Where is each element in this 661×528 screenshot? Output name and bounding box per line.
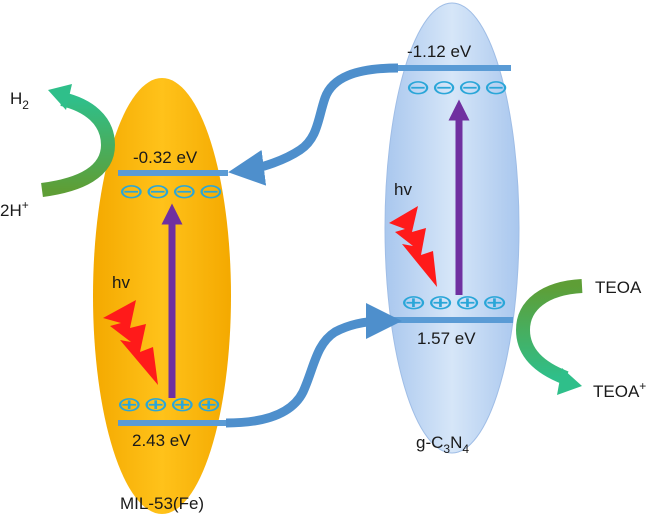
gcn-name-sub2: 4 bbox=[462, 442, 469, 456]
gcn-cb-label: -1.12 eV bbox=[407, 42, 472, 61]
h-plus-label: 2H+ bbox=[0, 198, 29, 220]
h2-label: H2 bbox=[10, 89, 29, 112]
gcn-name: g-C3N4 bbox=[416, 433, 469, 456]
gcn-hv-label: hv bbox=[394, 180, 412, 199]
h2-arrowhead-icon bbox=[48, 84, 72, 110]
gcn-ellipse bbox=[384, 2, 520, 454]
teoa-plus-label: TEOA+ bbox=[593, 379, 646, 401]
gcn-lightning-icon bbox=[389, 206, 437, 287]
h2-evolution-arrow bbox=[41, 92, 116, 197]
gcn-vb-label: 1.57 eV bbox=[417, 329, 476, 348]
gcn-name-main: g-C bbox=[416, 433, 443, 452]
electron-transfer-arrow bbox=[228, 63, 399, 186]
mil-lightning-icon bbox=[103, 300, 158, 385]
h2-main: H bbox=[10, 89, 22, 108]
h-plus-sup: + bbox=[22, 198, 29, 212]
h-plus-main: 2H bbox=[0, 201, 22, 220]
gcn-name-mid: N bbox=[450, 433, 462, 452]
h2-sub: 2 bbox=[22, 98, 29, 112]
mil-holes: ⊕⊕⊕⊕ bbox=[116, 392, 222, 416]
gcn-holes: ⊕⊕⊕⊕ bbox=[400, 290, 508, 314]
teoa-plus-main: TEOA bbox=[593, 382, 640, 401]
mil-vb-label: 2.43 eV bbox=[132, 431, 191, 450]
teoa-oxidation-arrow bbox=[515, 279, 583, 385]
hole-transfer-arrow bbox=[225, 303, 402, 428]
teoa-label: TEOA bbox=[595, 278, 642, 297]
mil-electrons: ⊖⊖⊖⊖ bbox=[118, 179, 224, 203]
mil-hv-label: hv bbox=[112, 273, 130, 292]
gcn-name-sub1: 3 bbox=[443, 442, 450, 456]
teoa-plus-sup: + bbox=[639, 379, 646, 393]
mil-name: MIL-53(Fe) bbox=[120, 494, 204, 513]
teoa-arrowhead-icon bbox=[557, 368, 582, 395]
gcn-electrons: ⊖⊖⊖⊖ bbox=[405, 75, 509, 99]
mil-ellipse bbox=[93, 78, 231, 514]
mil-cb-label: -0.32 eV bbox=[133, 148, 198, 167]
